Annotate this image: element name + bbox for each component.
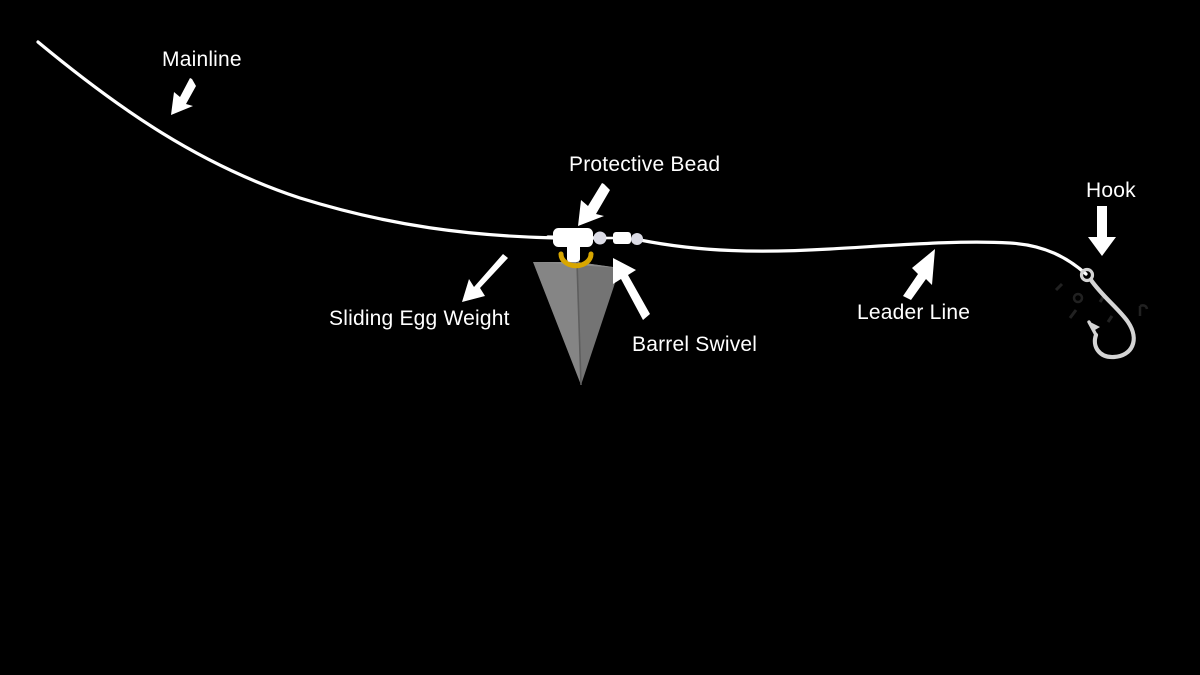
label-hook: Hook	[1086, 179, 1136, 202]
label-barrel-swivel: Barrel Swivel	[632, 333, 758, 356]
arrow-up-right-icon-weight	[462, 254, 508, 302]
barrel-swivel	[606, 232, 643, 245]
pyramid-sinker	[533, 261, 620, 386]
arrow-down-left-icon-mainline	[171, 78, 196, 115]
j-hook	[1079, 267, 1136, 360]
label-protective-bead: Protective Bead	[569, 153, 721, 176]
protective-bead	[593, 231, 607, 245]
arrow-down-left-icon-bead	[578, 183, 610, 226]
label-sliding-egg-weight: Sliding Egg Weight	[329, 307, 510, 330]
arrow-down-icon-hook	[1088, 206, 1116, 256]
label-leader-line: Leader Line	[857, 301, 971, 324]
mainline-fishing-line	[36, 40, 558, 240]
leader-fishing-line	[638, 238, 1088, 276]
split-ring	[558, 251, 594, 269]
arrow-up-left-icon-swivel	[613, 258, 650, 320]
arrow-up-icon-leader	[903, 249, 935, 300]
label-mainline: Mainline	[162, 48, 242, 71]
sliding-egg-weight	[546, 228, 598, 262]
